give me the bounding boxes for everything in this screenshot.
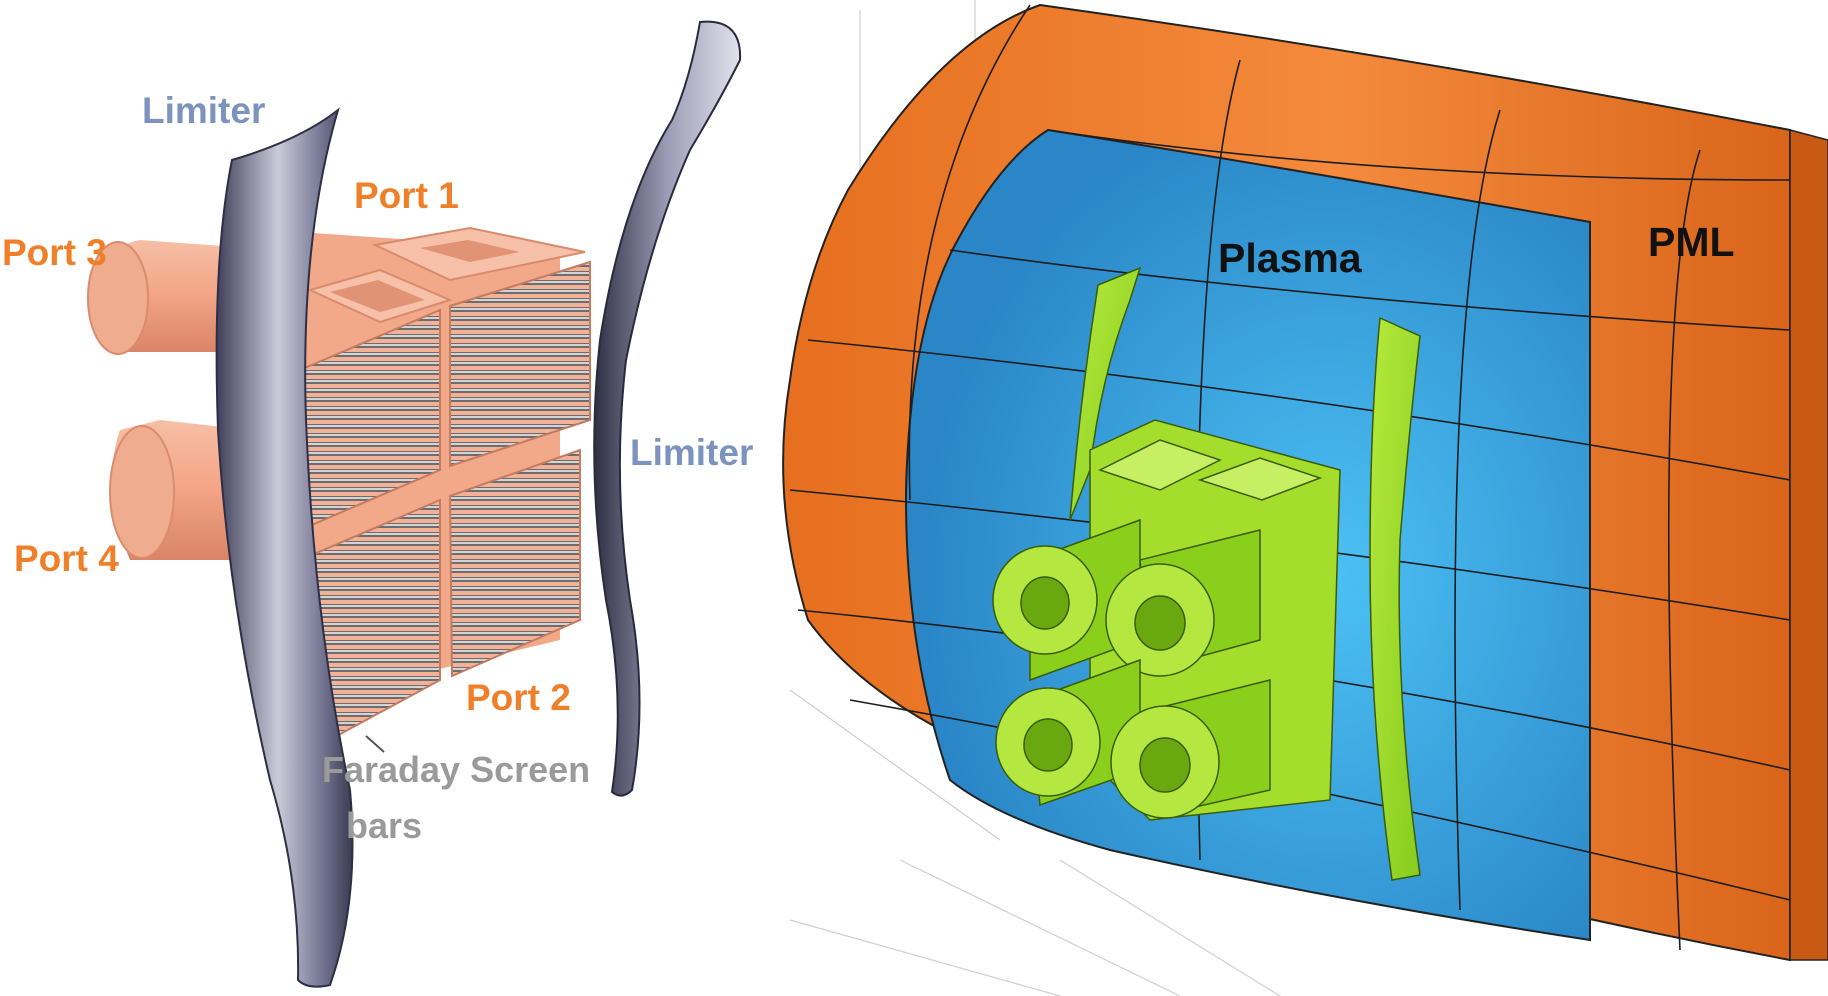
port3-label: Port 3: [2, 232, 107, 273]
faraday-bars-label: bars: [346, 805, 423, 846]
left-limiter: [215, 107, 354, 988]
port4-label: Port 4: [14, 538, 119, 579]
right-simulation-domain: [782, 0, 1828, 996]
pml-side-face: [1789, 129, 1828, 961]
port1-label: Port 1: [354, 175, 459, 216]
limiter-label-right: Limiter: [630, 432, 754, 473]
antenna-model: [992, 266, 1421, 881]
faraday-screen-bars: [298, 260, 591, 747]
mesh-lines: [789, 4, 1791, 951]
port2-label: Port 2: [466, 677, 571, 718]
port4-coax-cylinder: [109, 420, 250, 560]
left-antenna-model: [87, 20, 742, 988]
limiter-label-top: Limiter: [142, 90, 266, 131]
port1-box: [307, 226, 586, 324]
pml-label: PML: [1648, 219, 1735, 265]
faraday-screen-label: Faraday Screen: [322, 749, 591, 790]
port3-coax-cylinder: [87, 240, 251, 355]
right-limiter: [593, 20, 742, 797]
plasma-label: Plasma: [1218, 235, 1362, 281]
